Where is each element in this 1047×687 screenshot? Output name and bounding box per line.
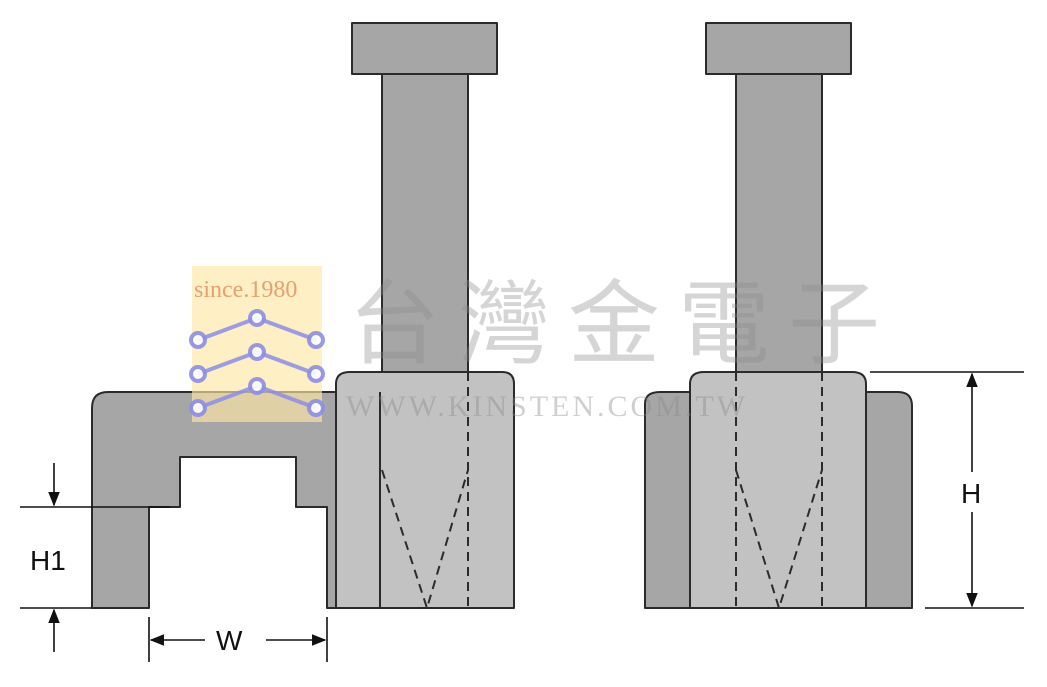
watermark-company-name: 台灣金電子 — [348, 271, 898, 378]
right-plunger-rod — [735, 73, 823, 373]
dimension-w: W — [148, 617, 328, 662]
right-socket-block — [689, 371, 867, 609]
right-hidden-cone — [735, 469, 823, 612]
left-hidden-cone — [381, 469, 469, 612]
watermark: since.1980 台灣金電子 WWW.KINSTEN.COM.TW — [189, 266, 898, 423]
dimension-h: H — [870, 371, 1024, 609]
left-plunger-rod — [381, 73, 469, 373]
h-label: H — [961, 478, 981, 509]
h1-label: H1 — [30, 545, 66, 576]
dimension-h1: H1 — [20, 463, 170, 652]
left-assembly — [91, 22, 515, 612]
watermark-since: since.1980 — [194, 277, 297, 303]
right-plunger-head — [705, 22, 852, 75]
circuit-logo-icon: since.1980 — [189, 266, 325, 422]
watermark-url: WWW.KINSTEN.COM.TW — [346, 390, 748, 423]
w-label: W — [216, 625, 243, 656]
left-plunger-head — [351, 22, 498, 75]
right-assembly — [644, 22, 913, 612]
